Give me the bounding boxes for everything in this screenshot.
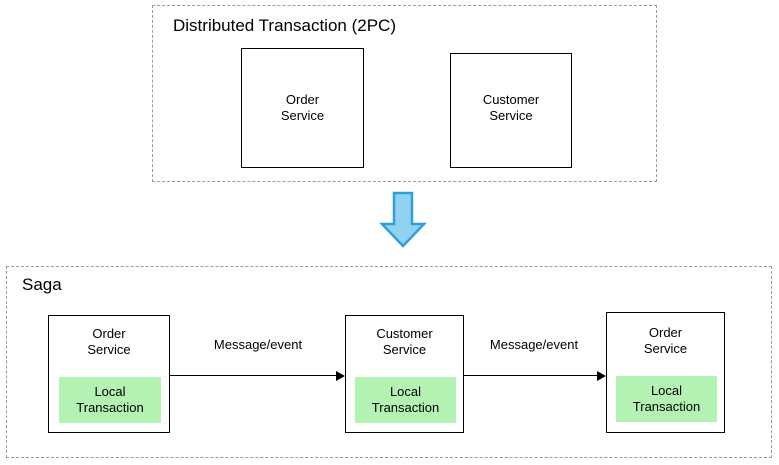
group-saga <box>6 266 772 458</box>
service-label-saga-customer-service: Customer Service <box>376 326 433 357</box>
service-label-2pc-customer-service: Customer Service <box>482 92 540 123</box>
connector-label-2: Message/event <box>489 337 579 352</box>
connector-arrowhead-1 <box>336 371 345 381</box>
down-arrow-icon <box>379 191 427 249</box>
connector-line-1 <box>170 375 336 376</box>
service-box-2pc-order-service[interactable]: Order Service <box>241 48 364 168</box>
service-label-2pc-order-service: Order Service <box>280 92 325 123</box>
local-transaction-chip-1: Local Transaction <box>59 377 161 423</box>
service-label-saga-order-service-2: Order Service <box>643 325 688 356</box>
group-title-distributed-transaction: Distributed Transaction (2PC) <box>173 16 396 35</box>
connector-arrowhead-2 <box>597 371 606 381</box>
service-box-2pc-customer-service[interactable]: Customer Service <box>450 53 572 168</box>
service-box-saga-customer-service[interactable]: Customer Service Local Transaction <box>345 315 464 433</box>
service-box-saga-order-service-1[interactable]: Order Service Local Transaction <box>48 315 170 433</box>
down-arrow-svg <box>379 191 427 248</box>
connector-label-1: Message/event <box>213 337 303 352</box>
group-distributed-transaction-2pc <box>152 5 657 182</box>
group-title-saga: Saga <box>22 275 62 294</box>
local-transaction-chip-3: Local Transaction <box>616 376 717 422</box>
connector-line-2 <box>464 375 597 376</box>
service-box-saga-order-service-2[interactable]: Order Service Local Transaction <box>606 312 725 433</box>
local-transaction-chip-2: Local Transaction <box>355 377 456 423</box>
service-label-saga-order-service-1: Order Service <box>87 326 131 357</box>
